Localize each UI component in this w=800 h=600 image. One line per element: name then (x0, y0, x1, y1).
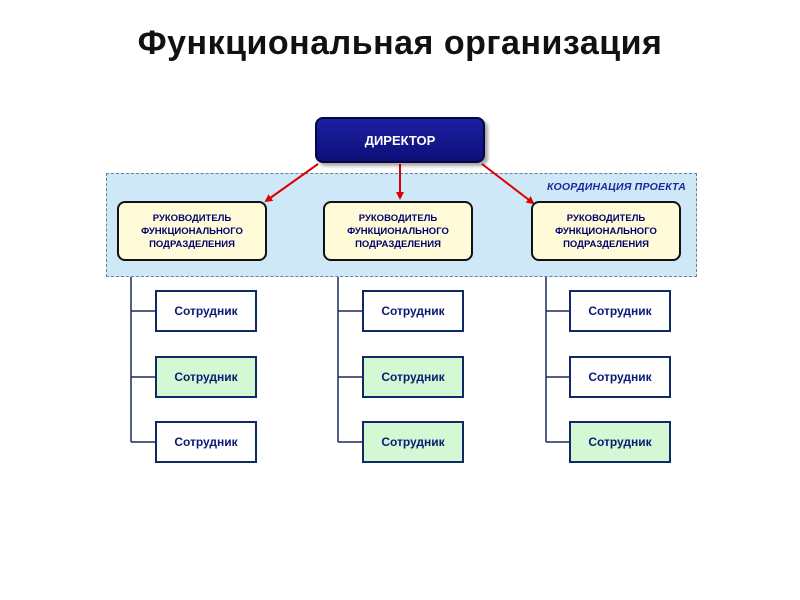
employee-box-3-1: Сотрудник (569, 290, 671, 332)
arrow-to-manager-3 (481, 163, 535, 205)
employee-connectors (130, 277, 569, 443)
director-box: ДИРЕКТОР (315, 117, 485, 163)
page-title: Функциональная организация (137, 24, 663, 62)
employee-box-1-2: Сотрудник (155, 356, 257, 398)
manager-box-2: РУКОВОДИТЕЛЬ ФУНКЦИОНАЛЬНОГО ПОДРАЗДЕЛЕН… (323, 201, 473, 261)
project-coordination-label: КООРДИНАЦИЯ ПРОЕКТА (546, 181, 686, 193)
employee-box-3-3: Сотрудник (569, 421, 671, 463)
director-arrows (264, 163, 535, 205)
employee-box-2-2: Сотрудник (362, 356, 464, 398)
manager-box-3: РУКОВОДИТЕЛЬ ФУНКЦИОНАЛЬНОГО ПОДРАЗДЕЛЕН… (531, 201, 681, 261)
employee-box-1-3: Сотрудник (155, 421, 257, 463)
manager-box-1: РУКОВОДИТЕЛЬ ФУНКЦИОНАЛЬНОГО ПОДРАЗДЕЛЕН… (117, 201, 267, 261)
employee-box-1-1: Сотрудник (155, 290, 257, 332)
arrow-to-manager-1 (264, 163, 319, 203)
employee-box-3-2: Сотрудник (569, 356, 671, 398)
employee-box-2-1: Сотрудник (362, 290, 464, 332)
employee-box-2-3: Сотрудник (362, 421, 464, 463)
